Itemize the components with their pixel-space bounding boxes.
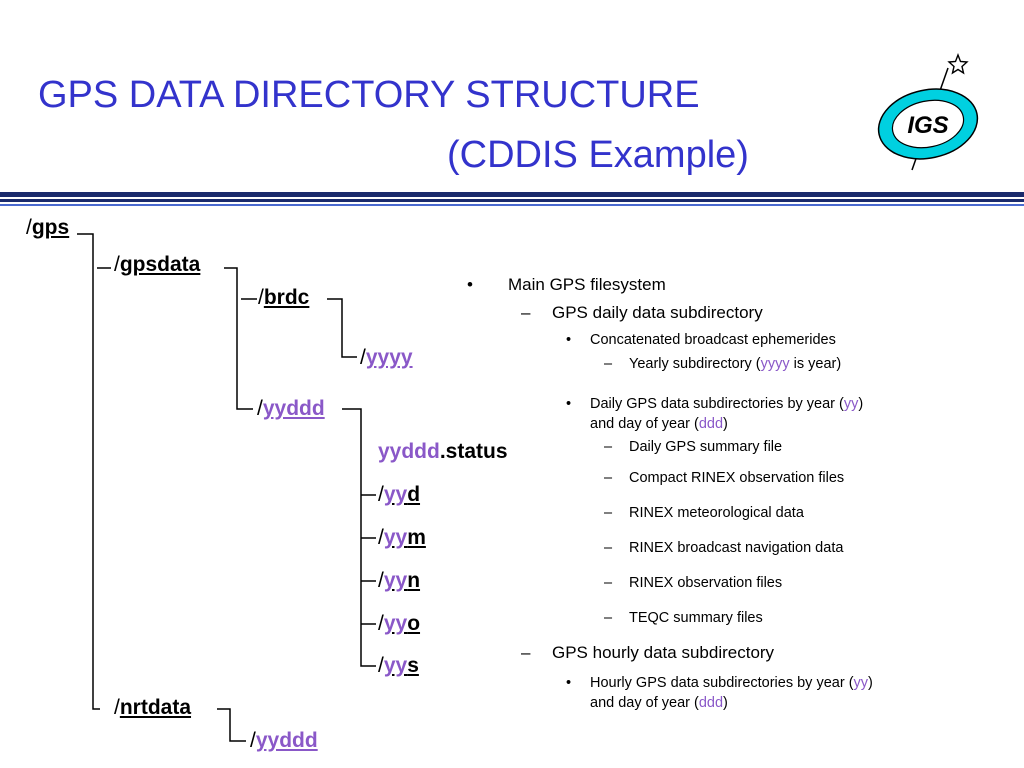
dash-marker: – xyxy=(604,505,613,521)
dash-marker: – xyxy=(604,470,613,486)
text-part: ) xyxy=(723,416,728,432)
dir-yyd-suffix: d xyxy=(407,483,421,506)
slash: / xyxy=(378,483,384,506)
text-part: Daily GPS data subdirectories by year ( xyxy=(590,396,844,412)
text-part: Yearly subdirectory ( xyxy=(629,356,761,372)
dir-yyyy: /yyyy xyxy=(360,346,413,370)
dir-yys-suffix: s xyxy=(407,654,419,677)
dir-nrtdata-name: nrtdata xyxy=(119,696,192,719)
file-status: yyddd.status xyxy=(378,440,508,464)
slash: / xyxy=(378,612,384,635)
dir-yym-prefix: yy xyxy=(383,526,408,549)
bullet-concatenated-ephemerides: Concatenated broadcast ephemerides xyxy=(590,332,836,348)
header-divider-top xyxy=(0,192,1024,197)
dash-marker: – xyxy=(604,439,613,455)
bullet-teqc-summary: TEQC summary files xyxy=(629,610,763,626)
bullet-marker: • xyxy=(566,396,572,412)
dash-marker: – xyxy=(521,643,531,662)
dir-nrtdata: /nrtdata xyxy=(114,696,191,720)
logo-text: IGS xyxy=(907,112,948,139)
page-title: GPS DATA DIRECTORY STRUCTURE xyxy=(38,74,700,116)
slash: / xyxy=(378,654,384,677)
bullet-marker: • xyxy=(467,275,473,294)
logo-inner-ellipse xyxy=(891,99,965,149)
dir-brdc: /brdc xyxy=(258,286,309,310)
dir-yys-prefix: yy xyxy=(383,654,408,677)
bullet-gps-daily-data: GPS daily data subdirectory xyxy=(552,303,763,322)
header-divider-bottom xyxy=(0,204,1024,206)
text-part: and day of year ( xyxy=(590,416,699,432)
dir-yyo: /yyo xyxy=(378,612,420,636)
text-part: Hourly GPS data subdirectories by year ( xyxy=(590,675,854,691)
line-2: and day of year (ddd) xyxy=(590,693,873,713)
text-part: is year) xyxy=(789,356,842,372)
dir-yyo-prefix: yy xyxy=(383,612,408,635)
text-part: ) xyxy=(858,396,864,412)
star-icon xyxy=(947,53,969,75)
dir-brdc-name: brdc xyxy=(263,286,310,309)
slash: / xyxy=(258,286,264,309)
text-part: ) xyxy=(868,675,873,691)
text-highlight: yy xyxy=(843,396,859,412)
dir-yyn-prefix: yy xyxy=(383,569,408,592)
bullet-marker: • xyxy=(566,675,572,691)
text-part: and day of year ( xyxy=(590,695,699,711)
bullet-rinex-navigation: RINEX broadcast navigation data xyxy=(629,540,844,556)
file-status-name: yyddd xyxy=(378,440,440,463)
bullet-yearly-subdirectory: Yearly subdirectory (yyyy is year) xyxy=(629,356,841,372)
dir-yyn: /yyn xyxy=(378,569,420,593)
slash: / xyxy=(257,397,263,420)
dir-nrt-yyddd-name: yyddd xyxy=(255,729,318,752)
bullet-marker: • xyxy=(566,332,572,348)
dir-nrt-yyddd: /yyddd xyxy=(250,729,318,753)
slash: / xyxy=(360,346,366,369)
line-2: and day of year (ddd) xyxy=(590,414,863,434)
dash-marker: – xyxy=(521,303,531,322)
slash: / xyxy=(26,216,32,239)
slash: / xyxy=(114,253,120,276)
dir-yym: /yym xyxy=(378,526,426,550)
header-divider-middle xyxy=(0,199,1024,202)
bullet-main-gps-filesystem: Main GPS filesystem xyxy=(508,275,666,294)
slash: / xyxy=(378,569,384,592)
slash: / xyxy=(114,696,120,719)
bullet-gps-hourly-data: GPS hourly data subdirectory xyxy=(552,643,775,662)
dir-yyo-suffix: o xyxy=(407,612,421,635)
text-part: ) xyxy=(723,695,728,711)
dir-yyyy-name: yyyy xyxy=(365,346,413,369)
line-1: Hourly GPS data subdirectories by year (… xyxy=(590,673,873,693)
dir-yyd: /yyd xyxy=(378,483,420,507)
dir-gps: /gps xyxy=(26,216,69,240)
dir-gpsdata-name: gpsdata xyxy=(119,253,201,276)
text-highlight: yyyy xyxy=(760,356,790,372)
bullet-daily-gps-subdirectories: Daily GPS data subdirectories by year (y… xyxy=(590,394,863,434)
page-subtitle: (CDDIS Example) xyxy=(447,134,749,176)
bullet-compact-rinex: Compact RINEX observation files xyxy=(629,470,845,486)
line-1: Daily GPS data subdirectories by year (y… xyxy=(590,394,863,414)
file-status-suffix: .status xyxy=(439,440,508,463)
igs-logo: IGS xyxy=(877,53,979,171)
dir-yym-suffix: m xyxy=(407,526,426,549)
dash-marker: – xyxy=(604,356,613,372)
dash-marker: – xyxy=(604,575,613,591)
slash: / xyxy=(378,526,384,549)
dir-gps-name: gps xyxy=(31,216,70,239)
bullet-rinex-observation: RINEX observation files xyxy=(629,575,783,591)
dir-yys: /yys xyxy=(378,654,419,678)
dir-yyddd: /yyddd xyxy=(257,397,325,421)
dir-yyd-prefix: yy xyxy=(383,483,408,506)
text-highlight: ddd xyxy=(698,695,724,711)
dir-yyn-suffix: n xyxy=(407,569,421,592)
dir-yyddd-name: yyddd xyxy=(262,397,325,420)
bullet-hourly-gps-subdirectories: Hourly GPS data subdirectories by year (… xyxy=(590,673,873,713)
slash: / xyxy=(250,729,256,752)
dash-marker: – xyxy=(604,540,613,556)
text-highlight: ddd xyxy=(698,416,724,432)
bullet-rinex-meteorological: RINEX meteorological data xyxy=(629,505,804,521)
dir-gpsdata: /gpsdata xyxy=(114,253,200,277)
text-highlight: yy xyxy=(853,675,869,691)
dash-marker: – xyxy=(604,610,613,626)
bullet-daily-summary-file: Daily GPS summary file xyxy=(629,439,783,455)
